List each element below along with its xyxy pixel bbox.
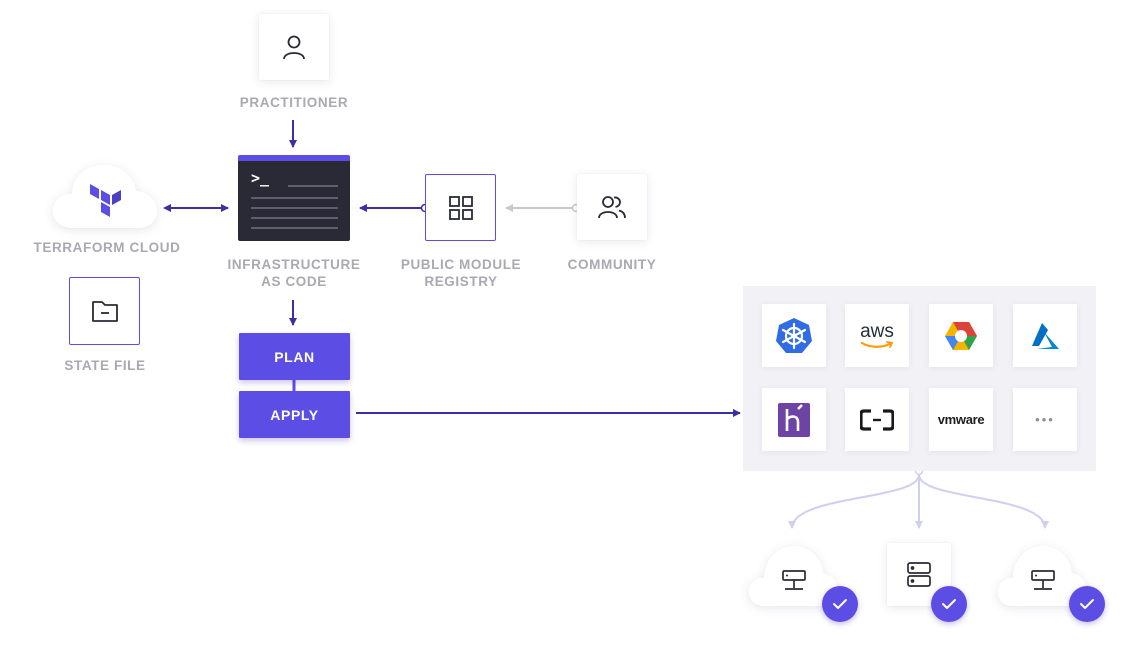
iac-label: INFRASTRUCTURE AS CODE xyxy=(210,256,378,290)
heroku-icon xyxy=(778,402,810,437)
kubernetes-icon xyxy=(776,317,812,353)
check-badge-middle xyxy=(931,586,967,622)
practitioner-label: PRACTITIONER xyxy=(239,95,349,110)
server-icon xyxy=(1031,570,1055,590)
iac-label-line2: AS CODE xyxy=(261,274,327,289)
terraform-logo-icon xyxy=(90,184,121,217)
users-icon xyxy=(597,194,627,220)
google-cloud-icon xyxy=(945,321,977,350)
check-badge-left xyxy=(822,586,858,622)
aws-icon: aws xyxy=(860,320,894,342)
infrastructure-as-code-terminal: >_ xyxy=(238,155,350,241)
provider-tile-heroku xyxy=(762,388,826,451)
provider-tile-azure xyxy=(1013,304,1077,367)
provider-tile-google-cloud xyxy=(929,304,993,367)
user-icon xyxy=(282,34,306,60)
provider-tile-vmware: vmware xyxy=(929,388,993,451)
server-icon xyxy=(782,570,806,590)
grid-icon xyxy=(448,195,474,221)
alibaba-cloud-icon xyxy=(860,408,894,431)
provider-tile-kubernetes xyxy=(762,304,826,367)
provider-tile-more: ••• xyxy=(1013,388,1077,451)
public-module-registry-card xyxy=(425,174,496,241)
azure-icon xyxy=(1032,322,1059,349)
check-badge-right xyxy=(1069,586,1105,622)
terminal-prompt: >_ xyxy=(251,169,270,187)
registry-label-line1: PUBLIC MODULE xyxy=(400,257,522,272)
more-icon: ••• xyxy=(1035,412,1055,427)
check-icon xyxy=(942,599,956,609)
target-cloud-right xyxy=(995,540,1089,610)
vmware-icon: vmware xyxy=(937,412,985,427)
apply-step: APPLY xyxy=(239,391,350,438)
check-icon xyxy=(833,599,847,609)
target-cloud-left xyxy=(746,540,840,610)
terraform-cloud-label: TERRAFORM CLOUD xyxy=(33,240,181,255)
arrow-to-target-left xyxy=(788,474,920,529)
folder-icon xyxy=(91,299,119,323)
community-card xyxy=(577,174,647,240)
state-file-label: STATE FILE xyxy=(64,358,146,373)
provider-tile-aws: aws xyxy=(845,304,909,367)
arrow-to-target-right xyxy=(918,474,1049,529)
terraform-cloud-node xyxy=(50,162,160,230)
community-label: COMMUNITY xyxy=(567,257,657,272)
provider-tile-alibaba-cloud xyxy=(845,388,909,451)
providers-panel: aws vmware ••• xyxy=(743,286,1096,471)
iac-label-line1: INFRASTRUCTURE xyxy=(227,257,361,272)
check-icon xyxy=(1080,599,1094,609)
database-server-icon xyxy=(907,561,931,588)
state-file-card xyxy=(69,277,140,345)
registry-label: PUBLIC MODULE REGISTRY xyxy=(380,256,542,290)
registry-label-line2: REGISTRY xyxy=(424,274,498,289)
practitioner-card xyxy=(259,14,329,80)
plan-step: PLAN xyxy=(239,333,350,380)
